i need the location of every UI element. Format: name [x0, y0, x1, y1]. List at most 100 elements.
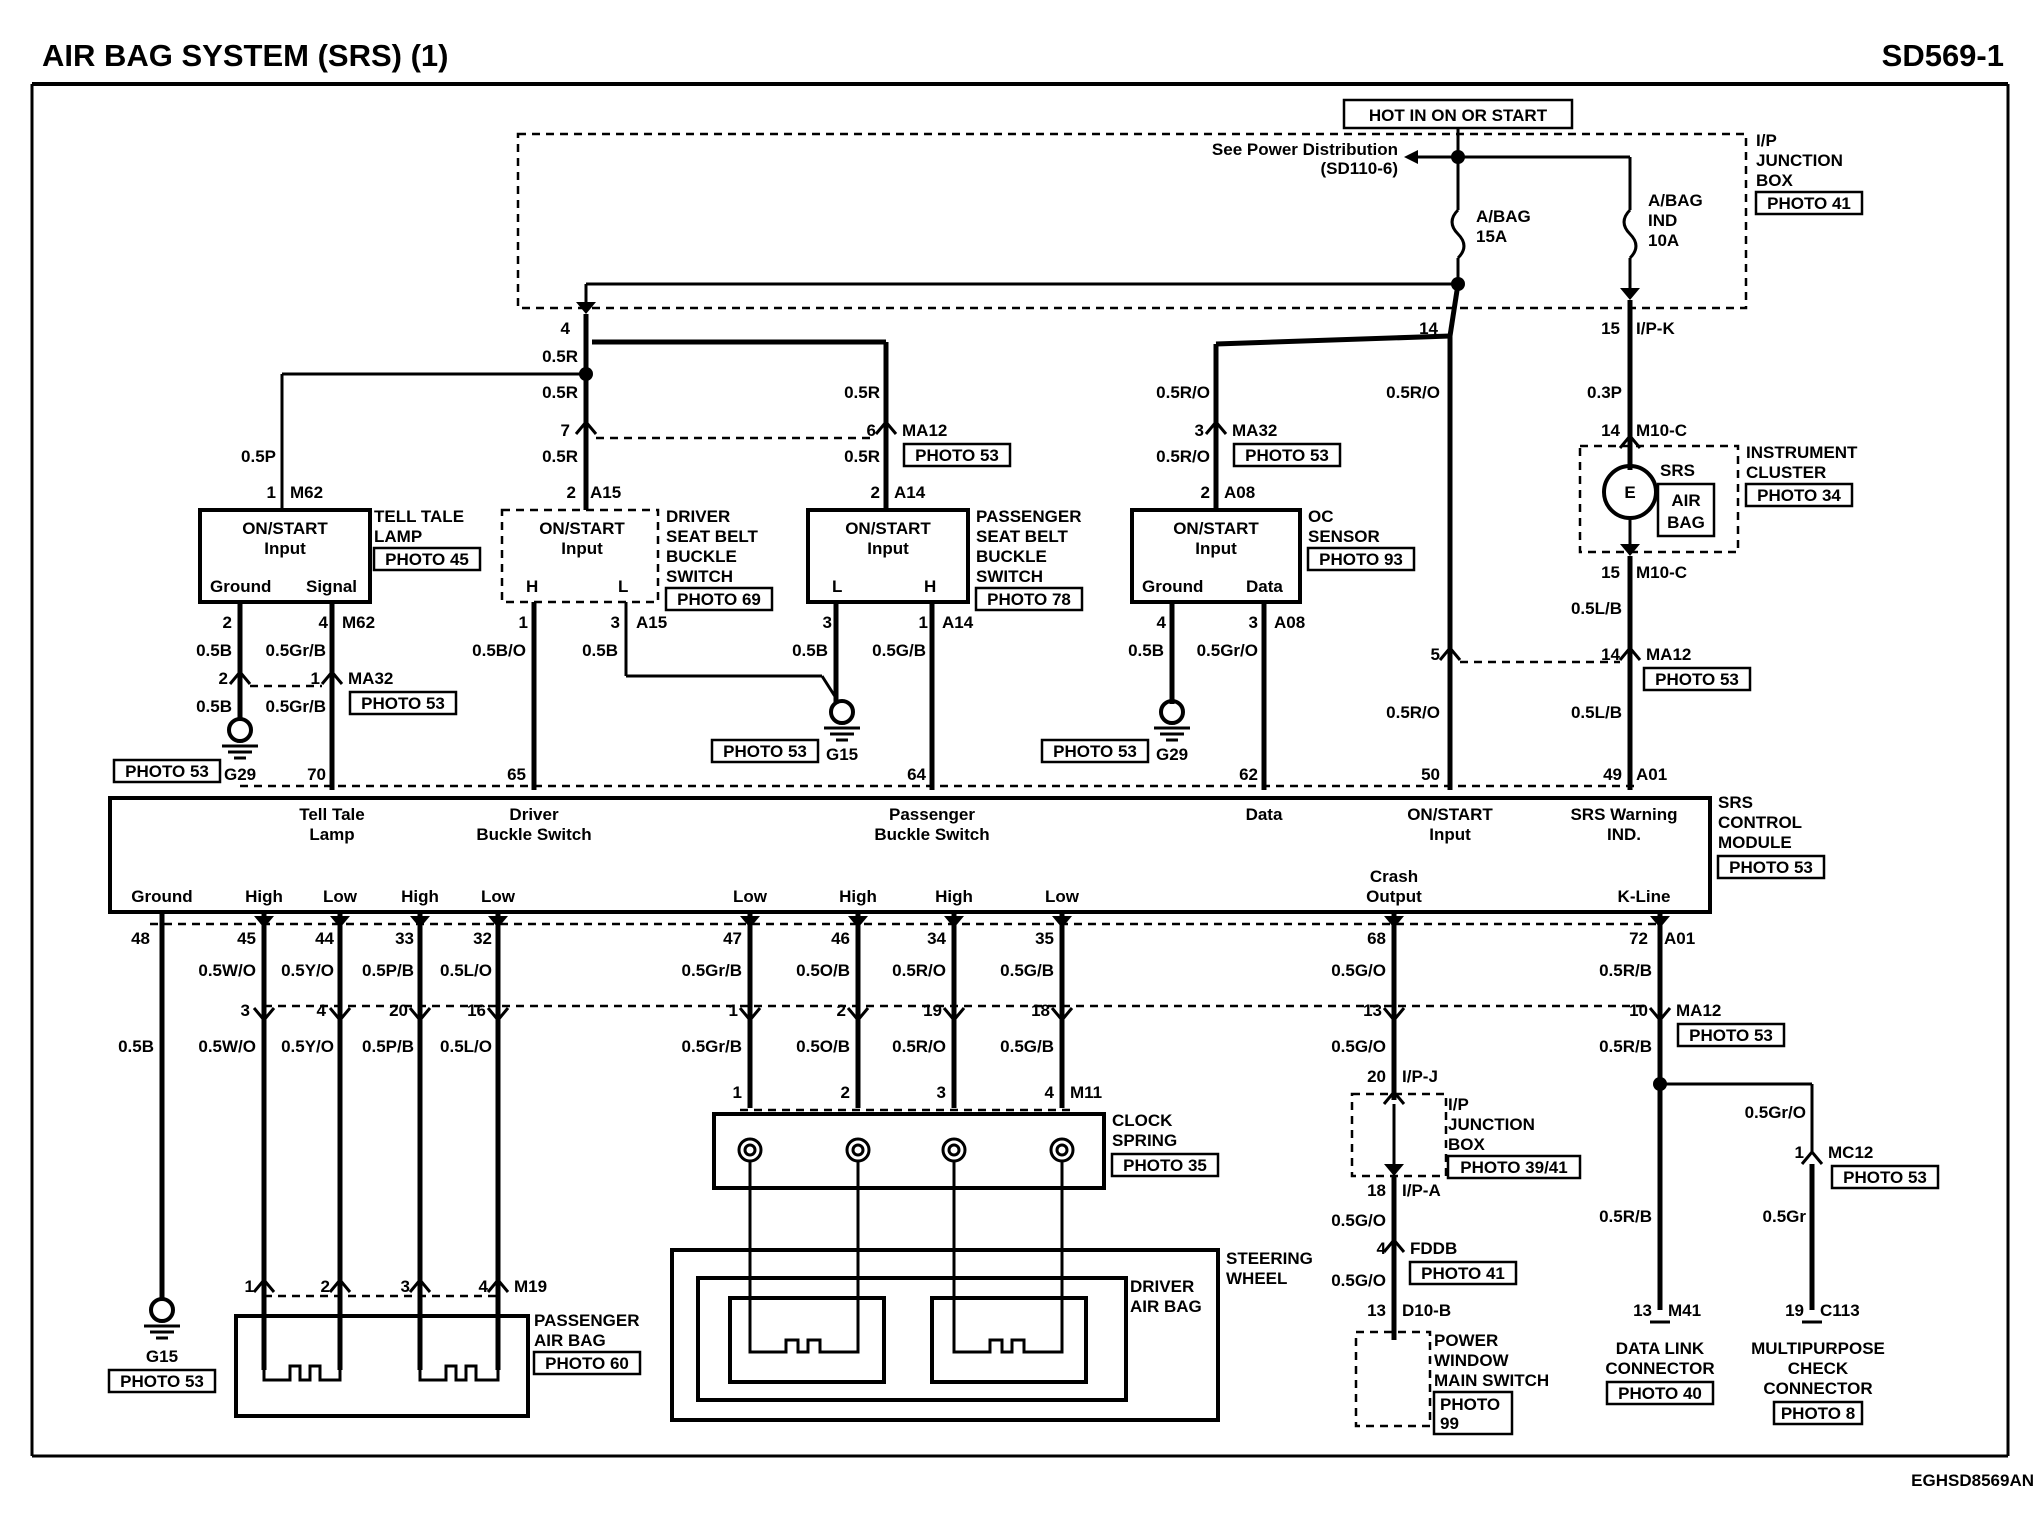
diagram-shape — [952, 1328, 1064, 1354]
diagram-shape — [254, 916, 274, 928]
diagram-label: 5 — [1431, 645, 1440, 664]
diagram-label: See Power Distribution — [1212, 140, 1398, 159]
diagram-shape — [328, 1007, 352, 1023]
diagram-label: ON/START — [539, 519, 625, 538]
diagram-shape — [740, 916, 760, 928]
diagram-label: AIR BAG — [1130, 1297, 1202, 1316]
diagram-label: 10 — [1629, 1001, 1648, 1020]
diagram-label: 0.5R/O — [1156, 447, 1210, 466]
diagram-label: 50 — [1421, 765, 1440, 784]
diagram-shape — [1656, 482, 1716, 538]
diagram-label: MAIN SWITCH — [1434, 1371, 1549, 1390]
diagram-label: Low — [1045, 887, 1080, 906]
diagram-label: 0.5B — [196, 697, 232, 716]
diagram-label: Lamp — [309, 825, 354, 844]
diagram-shape — [1382, 1007, 1406, 1023]
diagram-label: 14 — [1419, 319, 1438, 338]
diagram-label: PHOTO 53 — [361, 694, 445, 713]
diagram-shape — [947, 1143, 961, 1157]
diagram-label: CHECK — [1788, 1359, 1849, 1378]
diagram-label: D10-B — [1402, 1301, 1451, 1320]
diagram-code: SD569-1 — [1882, 38, 2004, 73]
diagram-label: ON/START — [1407, 805, 1493, 824]
ground-g15-top — [829, 699, 855, 725]
diagram-label: 3 — [1249, 613, 1258, 632]
diagram-label: PHOTO 53 — [120, 1372, 204, 1391]
diagram-label: ON/START — [242, 519, 328, 538]
diagram-label: 1 — [519, 613, 528, 632]
diagram-label: 19 — [923, 1001, 942, 1020]
diagram-label: M41 — [1668, 1301, 1701, 1320]
diagram-label: 2 — [871, 483, 880, 502]
diagram-label: 0.5B — [196, 641, 232, 660]
diagram-label: DATA LINK — [1616, 1339, 1705, 1358]
diagram-shape — [408, 1007, 432, 1023]
diagram-label: CONNECTOR — [1605, 1359, 1714, 1378]
diagram-label: 0.5R — [844, 383, 880, 402]
passenger-air-bag — [234, 1314, 530, 1418]
diagram-label: MODULE — [1718, 833, 1792, 852]
diagram-label: MA12 — [902, 421, 947, 440]
diagram-label: High — [245, 887, 283, 906]
diagram-label: G29 — [1156, 745, 1188, 764]
diagram-label: PHOTO 41 — [1767, 194, 1851, 213]
diagram-shape — [710, 738, 820, 764]
diagram-label: Driver — [509, 805, 559, 824]
diagram-label: CLUSTER — [1746, 463, 1826, 482]
diagram-label: 2 — [567, 483, 576, 502]
diagram-label: 1 — [1795, 1143, 1804, 1162]
diagram-label: PHOTO 39/41 — [1460, 1158, 1567, 1177]
diagram-label: High — [839, 887, 877, 906]
diagram-shape — [330, 916, 350, 928]
diagram-shape — [328, 1277, 352, 1293]
diagram-label: 0.5R/O — [1386, 703, 1440, 722]
diagram-shape — [944, 916, 964, 928]
diagram-shape — [1384, 1164, 1404, 1176]
fuse-airbag-15a — [1450, 208, 1466, 260]
diagram-shape — [728, 1296, 886, 1384]
diagram-label: 4 — [1377, 1239, 1387, 1258]
diagram-label: PHOTO 35 — [1123, 1156, 1207, 1175]
diagram-shape — [372, 546, 482, 572]
diagram-label: 0.5Gr/B — [682, 961, 742, 980]
diagram-label: PHOTO 53 — [1655, 670, 1739, 689]
diagram-shape — [1800, 1149, 1824, 1165]
steering-wheel — [670, 1248, 1220, 1422]
diagram-label: BUCKLE — [666, 547, 737, 566]
diagram-shape — [1620, 544, 1640, 556]
diagram-label: Low — [481, 887, 516, 906]
diagram-label: MA32 — [1232, 421, 1277, 440]
diagram-label: 2 — [219, 669, 228, 688]
diagram-shape — [1648, 1007, 1672, 1023]
diagram-label: SPRING — [1112, 1131, 1177, 1150]
diagram-label: PHOTO 41 — [1421, 1264, 1505, 1283]
diagram-label: 33 — [395, 929, 414, 948]
diagram-label: 3 — [611, 613, 620, 632]
diagram-label: 0.5Gr/B — [266, 697, 326, 716]
diagram-label: E — [1624, 483, 1635, 502]
diagram-label: 0.5Y/O — [281, 1037, 334, 1056]
diagram-label: PHOTO 53 — [723, 742, 807, 761]
diagram-shape — [664, 586, 774, 612]
diagram-label: 2 — [321, 1277, 330, 1296]
diagram-shape — [1744, 482, 1854, 508]
diagram-label: 0.5R/O — [1386, 383, 1440, 402]
diagram-label: 0.5W/O — [198, 961, 256, 980]
diagram-label: AIR BAG — [534, 1331, 606, 1350]
diagram-label: 48 — [131, 929, 150, 948]
diagram-label: 0.5Y/O — [281, 961, 334, 980]
diagram-label: WINDOW — [1434, 1351, 1510, 1370]
diagram-shape — [1049, 1137, 1075, 1163]
diagram-shape — [1676, 1022, 1786, 1048]
diagram-label: 1 — [733, 1083, 742, 1102]
diagram-label: I/P-A — [1402, 1181, 1441, 1200]
diagram-label: Low — [323, 887, 358, 906]
diagram-label: PHOTO 93 — [1319, 550, 1403, 569]
diagram-shape — [1618, 645, 1642, 661]
diagram-label: 0.5G/B — [1000, 1037, 1054, 1056]
diagram-label: MULTIPURPOSE — [1751, 1339, 1885, 1358]
diagram-shape — [262, 1300, 342, 1382]
diagram-label: SRS — [1660, 461, 1695, 480]
diagram-shape — [1232, 442, 1342, 468]
